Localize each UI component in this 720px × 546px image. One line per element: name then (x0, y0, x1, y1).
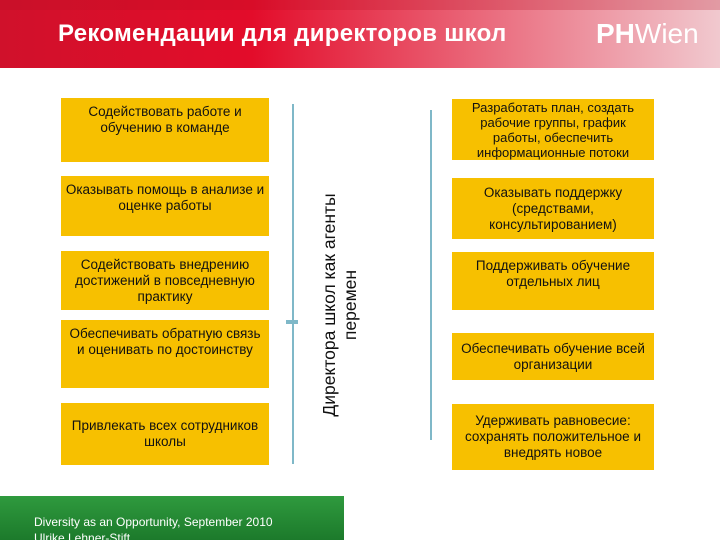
left-box-3-text: Содействовать внедрению достижений в пов… (75, 256, 255, 304)
left-connector (292, 104, 294, 464)
right-box-1-text: Разработать план, создать рабочие группы… (471, 99, 635, 160)
right-box-2-text: Оказывать поддержку (средствами, консуль… (483, 184, 623, 232)
footer-line2: Ulrike Lehner-Stift (34, 531, 131, 545)
left-box-5: Привлекать всех сотрудников школы (61, 403, 269, 465)
left-box-2-text: Оказывать помощь в анализе и оценке рабо… (65, 182, 265, 213)
footer-line1: Diversity as an Opportunity, September 2… (34, 515, 273, 529)
left-box-4: Обеспечивать обратную связь и оценивать … (61, 320, 269, 388)
left-connector-tick (286, 320, 298, 324)
right-connector (430, 110, 432, 440)
center-label-line1: Директора школ как агенты (319, 193, 339, 417)
right-box-4: Обеспечивать обучение всей организации (452, 333, 654, 380)
right-box-3: Поддерживать обучение отдельных лиц (452, 252, 654, 310)
logo-part2: Wien (634, 18, 699, 49)
header-bar (0, 0, 720, 68)
left-box-4-text: Обеспечивать обратную связь и оценивать … (69, 326, 261, 357)
left-box-2: Оказывать помощь в анализе и оценке рабо… (61, 176, 269, 236)
right-box-1: Разработать план, создать рабочие группы… (452, 99, 654, 160)
right-box-5: Удерживать равновесие: сохранять положит… (452, 404, 654, 470)
left-box-1-text: Содействовать работе и обучению в команд… (88, 104, 242, 135)
right-box-4-text: Обеспечивать обучение всей организации (461, 340, 645, 372)
left-box-1: Содействовать работе и обучению в команд… (61, 98, 269, 162)
logo: PHWien (596, 18, 699, 50)
logo-part1: PH (596, 18, 635, 49)
footer-bar (0, 496, 344, 540)
footer-text: Diversity as an Opportunity, September 2… (34, 514, 273, 546)
left-box-5-text: Привлекать всех сотрудников школы (71, 418, 259, 449)
page-title: Рекомендации для директоров школ (58, 20, 507, 47)
right-box-5-text: Удерживать равновесие: сохранять положит… (464, 413, 641, 460)
right-box-2: Оказывать поддержку (средствами, консуль… (452, 178, 654, 239)
left-box-3: Содействовать внедрению достижений в пов… (61, 251, 269, 310)
center-label-line2: перемен (340, 269, 360, 341)
right-box-3-text: Поддерживать обучение отдельных лиц (475, 258, 631, 289)
